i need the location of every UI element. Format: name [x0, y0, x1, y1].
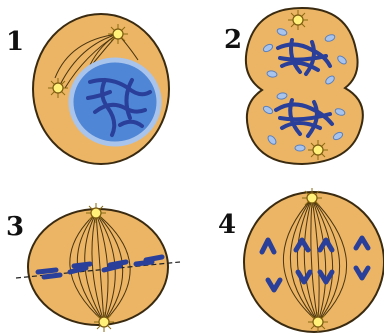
stage-4: 4: [218, 188, 384, 332]
centrosome-icon: [108, 24, 128, 44]
stage-2: 2: [224, 8, 363, 164]
centrosome-icon: [308, 140, 328, 160]
centrosome-icon: [302, 188, 322, 208]
stage-3: 3: [6, 203, 180, 332]
centrosome-icon: [86, 203, 106, 223]
stage-3-number: 3: [6, 212, 24, 242]
stage-2-number: 2: [224, 25, 242, 55]
centrosome-icon: [94, 312, 114, 332]
stage-2-cell: [246, 8, 363, 164]
centrosome-icon: [288, 10, 308, 30]
stage-4-number: 4: [218, 210, 236, 240]
stage-1: 1: [6, 14, 169, 164]
centrosome-icon: [308, 312, 328, 332]
stage-1-number: 1: [6, 27, 24, 57]
centrosome-icon: [48, 78, 68, 98]
stage-3-cell: [28, 209, 168, 325]
